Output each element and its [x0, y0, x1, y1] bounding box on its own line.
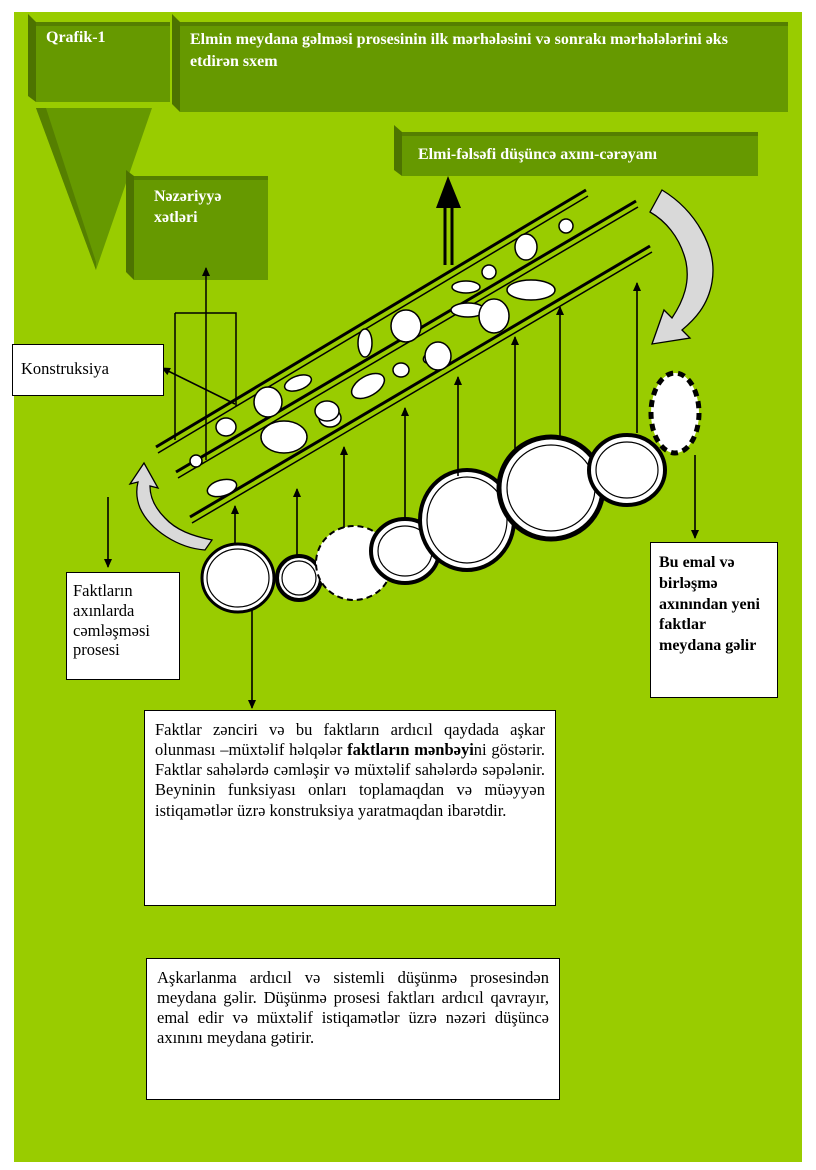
theory-bracket [174, 267, 237, 460]
stream-panel [394, 125, 758, 176]
left-curve-arrow [128, 461, 214, 551]
right-curve-arrow [649, 189, 714, 345]
fact-circles [200, 370, 702, 614]
facts-chain-bold: faktların mənbəyi [347, 740, 474, 760]
facts-chain-box: Faktlar zənciri və bu faktların ardıcıl … [144, 710, 556, 906]
theory-panel [126, 170, 268, 280]
stream-label: Elmi-fəlsəfi düşüncə axını-cərəyanı [418, 146, 658, 163]
stream-arrow [436, 176, 461, 265]
new-facts-box: Bu emal və birləşmə axınından yeni faktl… [650, 542, 778, 698]
facts-chain-text: Faktlar zənciri və bu faktların ardıcıl … [155, 720, 545, 821]
flow-facts [189, 218, 574, 498]
graph-label: Qrafik-1 [46, 29, 106, 46]
detection-text: Aşkarlanma ardıcıl və sistemli düşünmə p… [157, 968, 549, 1048]
title-panel [172, 14, 788, 112]
graph-label-panel [28, 14, 170, 102]
detection-box: Aşkarlanma ardıcıl və sistemli düşünmə p… [146, 958, 560, 1100]
fact-arrows [231, 282, 641, 556]
diagram-title: Elmin meydana gəlməsi prosesinin ilk mər… [190, 31, 728, 70]
funnel-shape [36, 108, 152, 270]
construction-box: Konstruksiya [12, 344, 164, 396]
facts-concentration-label: Faktların axınlarda cəmləşməsi prosesi [73, 581, 150, 660]
funnel-shade [36, 108, 96, 270]
theory-label: Nəzəriyyə xətləri [154, 188, 222, 226]
facts-chain-part2: ni göstərir. Faktlar sahələrdə cəmləşir … [155, 740, 545, 820]
facts-chain-part1: Faktlar zənciri və bu faktların ardıcıl … [155, 720, 545, 760]
facts-concentration-box: Faktların axınlarda cəmləşməsi prosesi [66, 572, 180, 680]
construction-arrow [161, 367, 236, 405]
construction-label: Konstruksiya [21, 359, 109, 378]
new-facts-label: Bu emal və birləşmə axınından yeni faktl… [659, 554, 760, 655]
